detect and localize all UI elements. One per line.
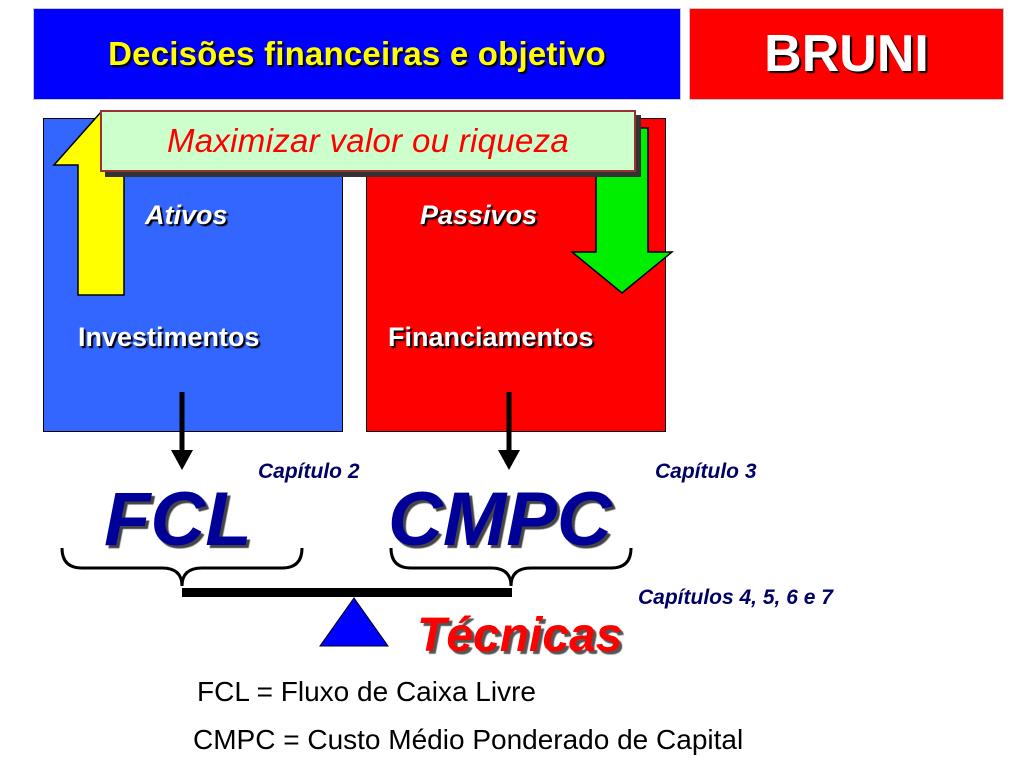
chapter-cmpc: Capítulo 3 <box>655 460 757 483</box>
objective-banner: Maximizar valor ou riqueza <box>100 110 636 172</box>
tecnicas-term: Técnicas <box>417 609 623 662</box>
chapter-tecnicas: Capítulos 4, 5, 6 e 7 <box>638 586 833 609</box>
cmpc-brace <box>389 547 633 587</box>
slide-title: Decisões financeiras e objetivo <box>108 35 606 72</box>
cmpc-term: CMPC <box>388 477 612 562</box>
fcl-brace <box>60 547 304 587</box>
cmpc-definition: CMPC = Custo Médio Ponderado de Capital <box>193 724 744 755</box>
fulcrum-triangle-icon <box>319 597 389 647</box>
balance-bar <box>182 588 512 597</box>
title-bar: Decisões financeiras e objetivo <box>33 8 681 100</box>
investments-label: Investimentos <box>78 322 260 352</box>
brand-box: BRUNI <box>689 8 1004 100</box>
liabilities-heading: Passivos <box>420 200 538 230</box>
fcl-term: FCL <box>104 477 252 562</box>
assets-heading: Ativos <box>145 200 228 230</box>
arrow-to-fcl-head <box>171 450 193 470</box>
chapter-fcl: Capítulo 2 <box>258 460 360 483</box>
arrow-to-cmpc-head <box>498 450 520 470</box>
brand-logo-text: BRUNI <box>764 25 929 83</box>
financing-label: Financiamentos <box>388 322 594 352</box>
fcl-definition: FCL = Fluxo de Caixa Livre <box>197 676 536 707</box>
objective-text: Maximizar valor ou riqueza <box>166 122 570 159</box>
